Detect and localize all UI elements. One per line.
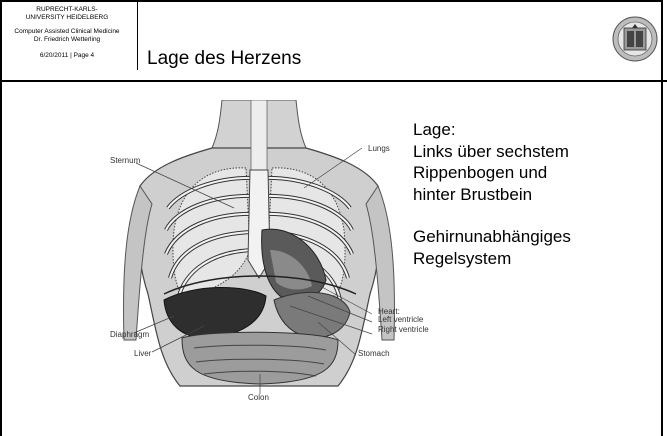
university-block: RUPRECHT-KARLS- UNIVERSITY HEIDELBERG Co… xyxy=(0,6,134,60)
author-name: Dr. Friedrich Wetterling xyxy=(0,36,134,44)
text-line: Links über sechstem xyxy=(413,141,571,163)
label-liver: Liver xyxy=(134,349,151,358)
label-sternum: Sternum xyxy=(110,156,140,165)
label-lungs: Lungs xyxy=(368,144,390,153)
university-seal-icon xyxy=(612,16,658,62)
department-name: Computer Assisted Clinical Medicine xyxy=(0,28,134,36)
label-diaphragm: Diaphragm xyxy=(110,330,149,339)
label-right-ventricle: Right ventricle xyxy=(378,325,429,334)
label-colon: Colon xyxy=(248,393,269,402)
university-name-line-2: UNIVERSITY HEIDELBERG xyxy=(0,14,134,22)
slide-header: RUPRECHT-KARLS- UNIVERSITY HEIDELBERG Co… xyxy=(0,0,667,82)
text-lage-heading: Lage: xyxy=(413,119,571,141)
label-left-ventricle: Left ventricle xyxy=(378,315,423,324)
slide-text: Lage: Links über sechstem Rippenbogen un… xyxy=(413,119,571,269)
text-line: hinter Brustbein xyxy=(413,184,571,206)
text-line: Regelsystem xyxy=(413,248,571,270)
text-line: Rippenbogen und xyxy=(413,162,571,184)
university-name-line-1: RUPRECHT-KARLS- xyxy=(0,6,134,14)
label-stomach: Stomach xyxy=(358,349,390,358)
date-page: 6/20/2011 | Page 4 xyxy=(0,52,134,60)
page-title: Lage des Herzens xyxy=(147,48,301,70)
text-line: Gehirnunabhängiges xyxy=(413,226,571,248)
header-divider xyxy=(137,2,138,70)
